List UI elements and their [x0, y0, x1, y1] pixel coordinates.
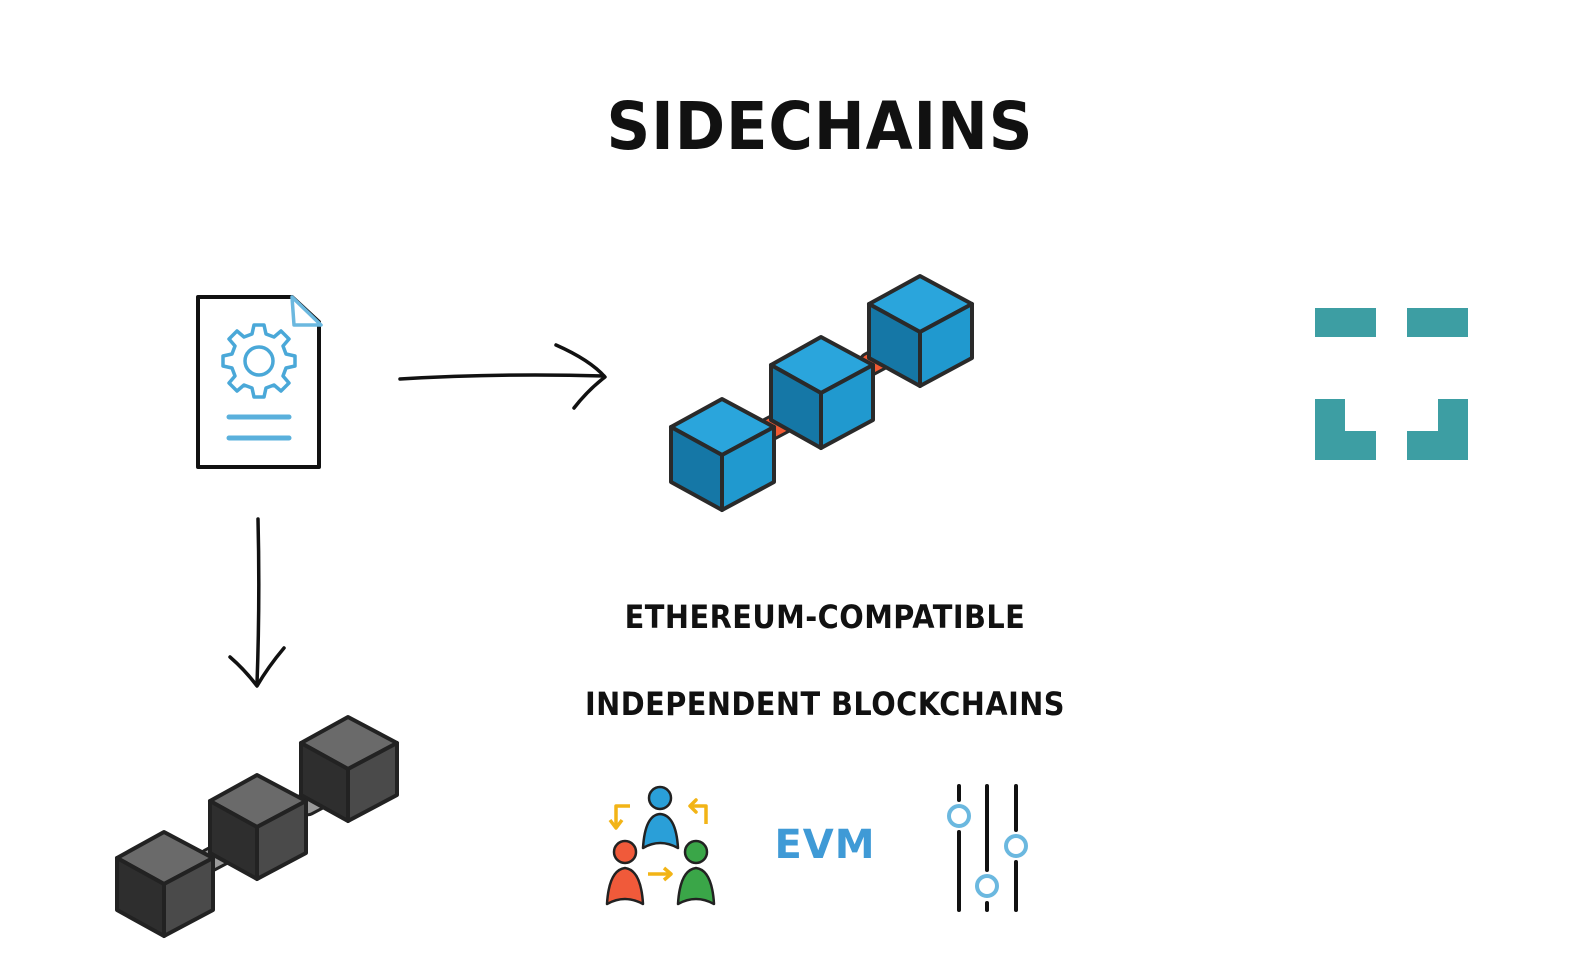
settings-sliders-icon: [947, 784, 1028, 912]
caption-independent-blockchains: INDEPENDENT BLOCKCHAINS: [584, 685, 1065, 723]
arrow-down-icon: [228, 517, 286, 688]
page-title: SIDECHAINS: [606, 88, 1034, 165]
blue-cube-1: [669, 397, 776, 512]
evm-label: EVM: [774, 822, 876, 868]
black-blockchain-icon: [115, 715, 399, 938]
black-cube-3: [299, 715, 399, 823]
focus-frame-icon: [1315, 308, 1468, 460]
user-exchange-icon: [605, 785, 716, 906]
arrow-right-icon: [398, 343, 607, 410]
smart-contract-document-icon: [196, 295, 323, 469]
blue-cube-3: [867, 274, 974, 388]
blue-cube-2: [769, 335, 875, 450]
black-cube-2: [208, 773, 308, 881]
blue-blockchain-icon: [669, 274, 974, 512]
black-cube-1: [115, 830, 215, 938]
caption-ethereum-compatible: ETHEREUM-COMPATIBLE: [624, 598, 1026, 636]
gear-icon: [221, 323, 297, 399]
